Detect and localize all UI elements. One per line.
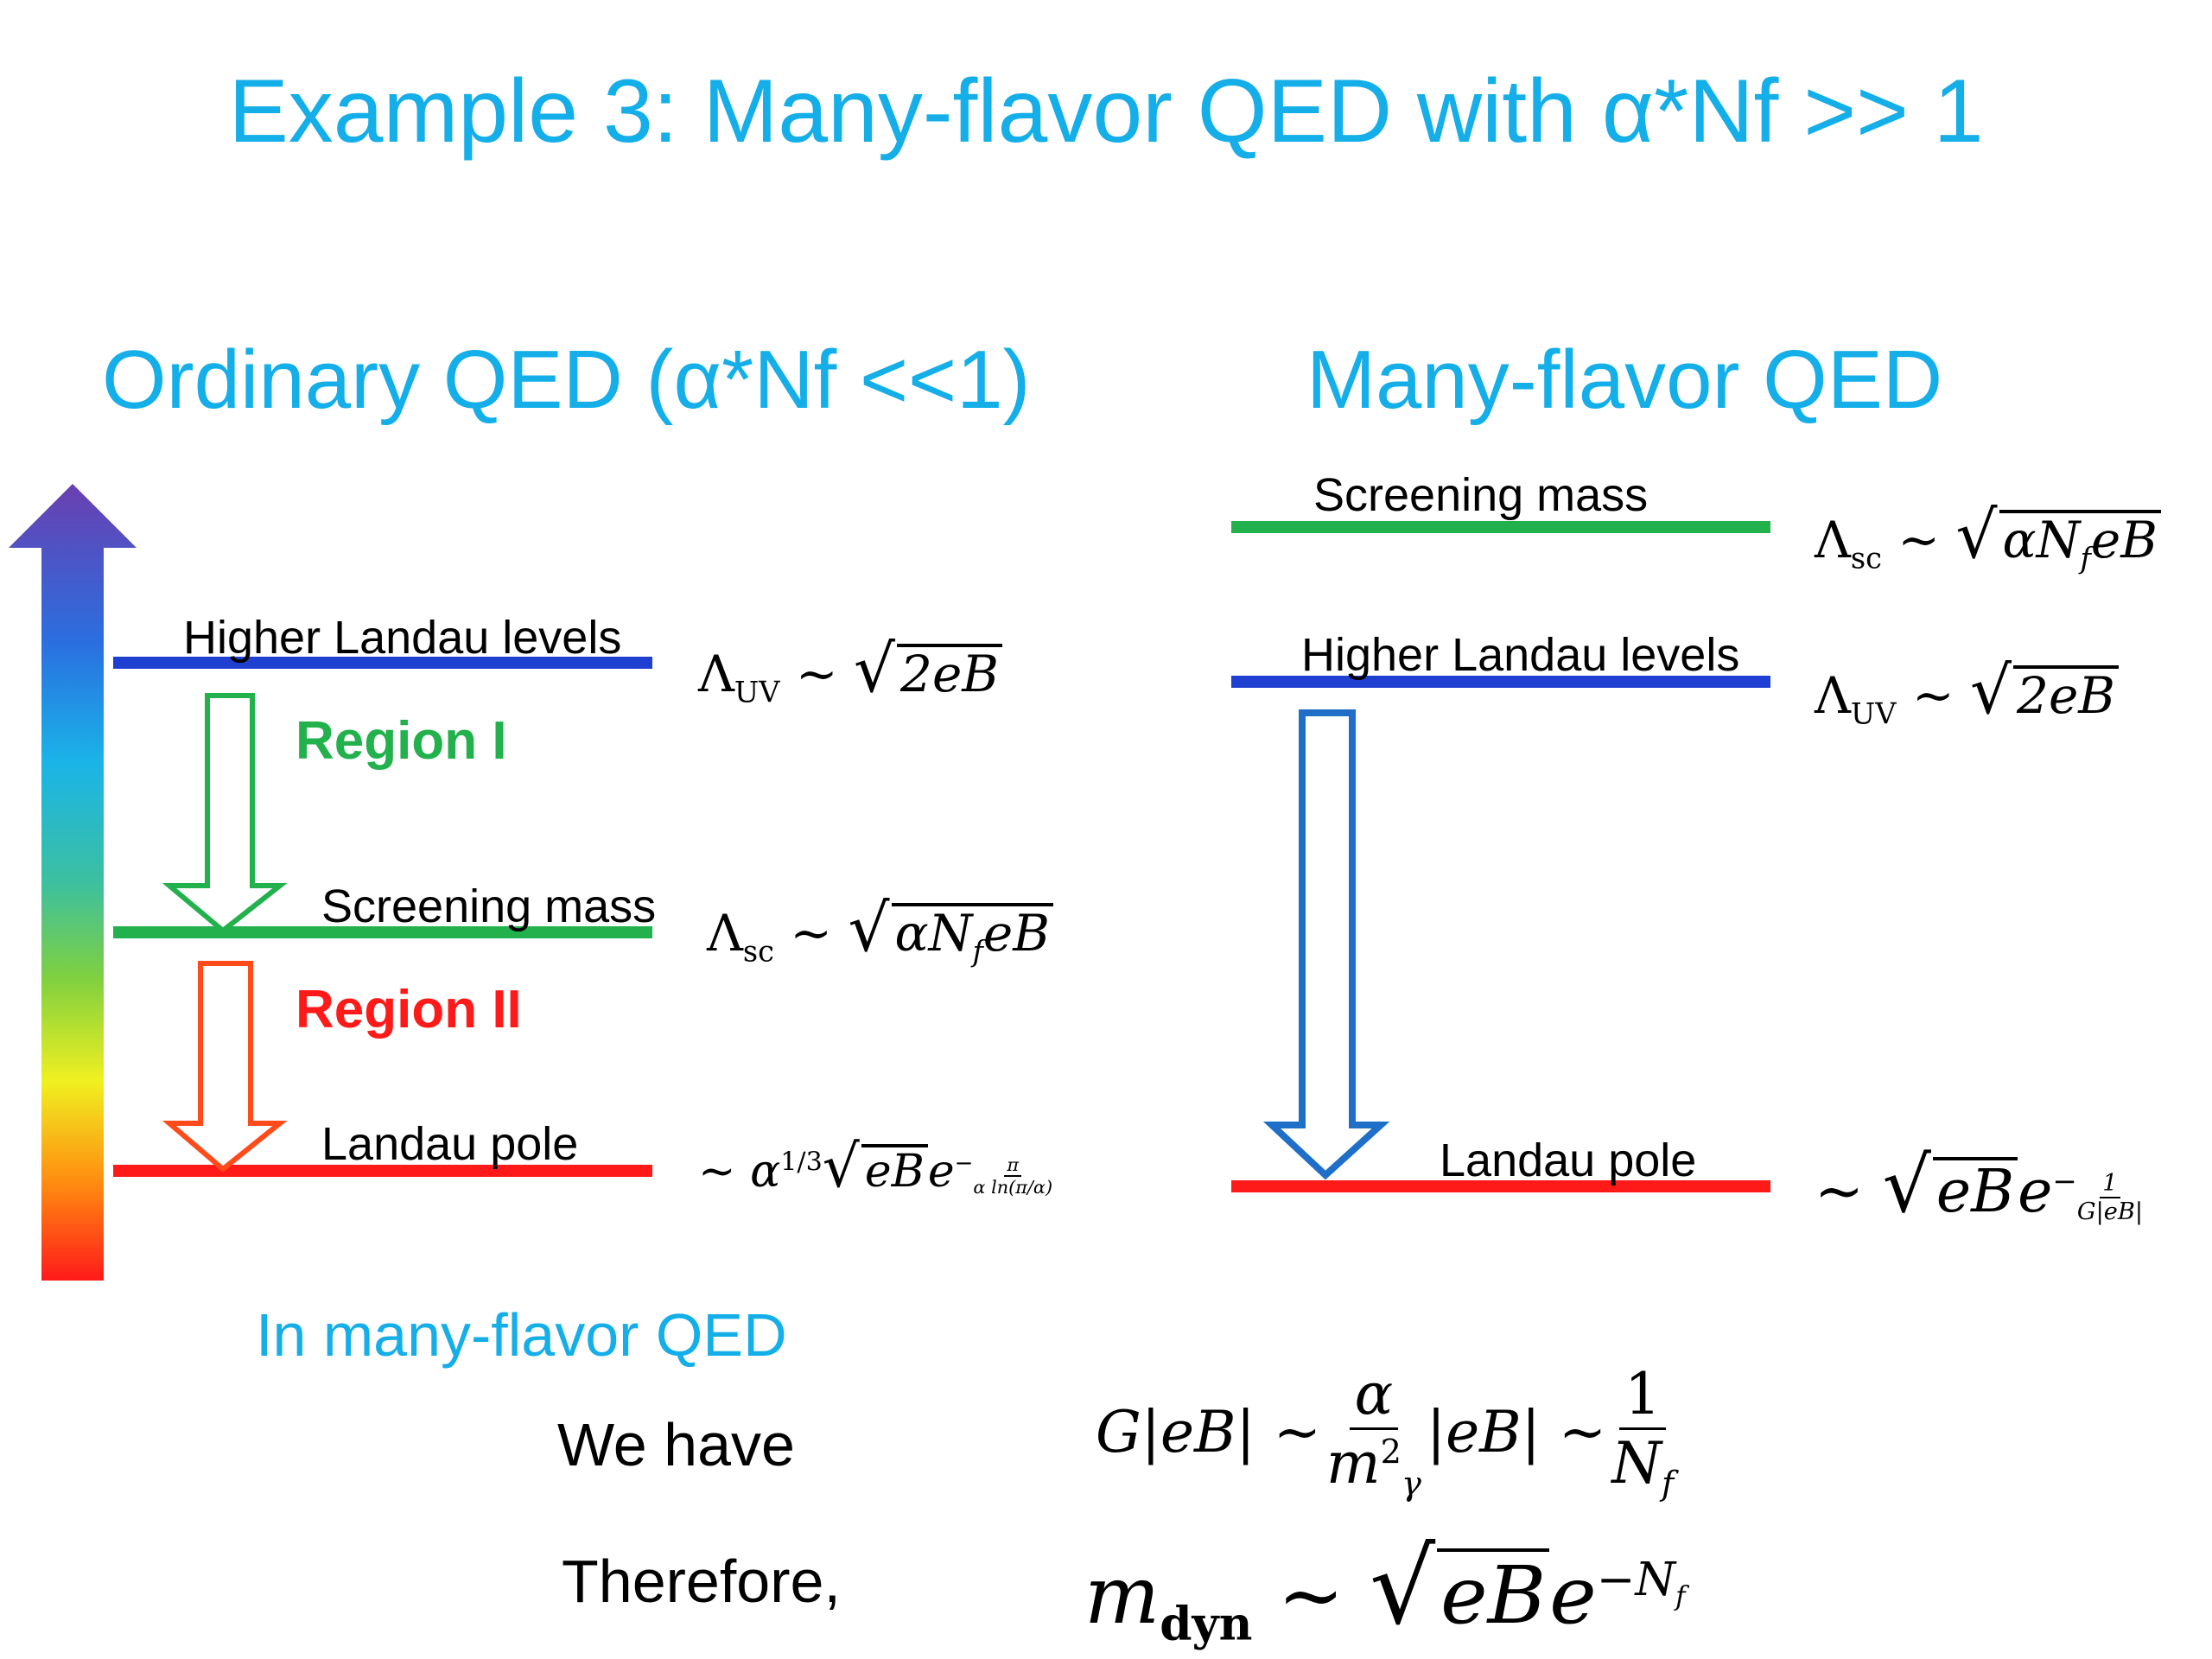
sc-subscript: sc [1850,541,1882,575]
right-heading: Many-flavor QED [1306,334,1943,426]
region-one-label: Region I [296,711,507,771]
eq1-den2-sub: f [1661,1465,1675,1504]
therefore-label: Therefore, [562,1548,841,1615]
sqrt-tail: eB [982,904,1050,963]
right-label-screening: Screening mass [1313,469,1649,521]
left-label-screening: Screening mass [321,880,657,932]
left-label-higher: Higher Landau levels [183,612,622,664]
sqrt-content: eB [1437,1548,1550,1639]
sqrt-content: αNfeB [1999,510,2161,575]
eq2-m: m [1084,1549,1160,1642]
sqrt-content: 2eB [897,644,1002,702]
eq1-den-sub: γ [1402,1465,1421,1504]
eq1-den: m2γ [1321,1430,1427,1503]
alpha-power: 1/3 [780,1147,823,1178]
sqrt-sign: √ [1369,1528,1436,1648]
exp-num: π [1004,1154,1022,1177]
left-formula-sc: Λsc ~ √αNfeB [707,890,1053,969]
eq1-den-sup: 2 [1380,1433,1402,1471]
eq1-num: α [1349,1361,1399,1430]
equation-mass: mdyn ~ √eBe−Nf [1084,1528,1686,1650]
exp-minus: − [954,1150,974,1177]
sqrt-content: 2eB [2013,665,2119,724]
tilde: ~ [795,645,854,703]
exp-num: 1 [2100,1170,2120,1199]
eq1-den2: Nf [1606,1430,1679,1503]
sqrt-term: αN [2002,511,2081,569]
region-one-arrow [162,693,288,934]
exp-den: G|eB| [2076,1198,2143,1226]
eq1-den-m: m [1326,1430,1381,1497]
left-label-pole: Landau pole [321,1118,579,1170]
eq1-num2: 1 [1619,1361,1667,1430]
exp-minus: − [2052,1164,2077,1199]
sqrt-subscript: f [972,934,983,969]
eq2-tilde: ~ [1252,1549,1370,1642]
right-flow-arrow [1262,709,1390,1180]
sqrt-sign: √ [1955,497,1998,573]
tilde: ~ [1815,1158,1883,1226]
alpha-prefix: ~ α [698,1146,781,1198]
eq1-den2-n: N [1611,1430,1662,1497]
eq2-exp-sub: f [1675,1581,1686,1613]
eq2-exp: −N [1596,1552,1676,1607]
region-two-label: Region II [296,980,522,1039]
bottom-intro: In many-flavor QED [256,1301,787,1369]
right-label-pole: Landau pole [1440,1135,1697,1186]
eq1-mid: |eB| ~ [1426,1399,1607,1466]
tilde: ~ [790,904,849,963]
sqrt-term: αN [894,904,973,963]
sqrt-content: eB [861,1144,928,1197]
right-formula-uv: ΛUV ~ √2eB [1815,652,2119,731]
sqrt-sign: √ [1882,1141,1931,1230]
sqrt-content: αNfeB [891,903,1053,969]
eq2-exponent: −Nf [1596,1552,1686,1612]
left-heading: Ordinary QED (α*Nf <<1) [102,334,1031,426]
sqrt-sign: √ [848,890,890,966]
uv-subscript: UV [1850,696,1897,731]
exp-base: e [1549,1549,1597,1642]
exp-den: α ln(π/α) [973,1176,1053,1198]
lambda-symbol: Λ [698,645,734,703]
eq2-sub: dyn [1160,1596,1253,1651]
energy-scale-arrow [9,484,137,1281]
slide-title: Example 3: Many-flavor QED with α*Nf >> … [228,61,1984,162]
sc-subscript: sc [742,934,774,969]
eq1-lhs: G|eB| ~ [1096,1399,1322,1466]
sqrt-subscript: f [2080,541,2091,575]
region-two-arrow [162,961,288,1173]
tilde: ~ [1897,511,1956,569]
uv-subscript: UV [734,675,780,709]
sqrt-sign: √ [1970,652,2012,728]
sqrt-tail: eB [2090,511,2158,569]
sqrt-sign: √ [854,631,896,707]
right-label-higher: Higher Landau levels [1301,629,1740,681]
left-formula-uv: ΛUV ~ √2eB [698,631,1002,709]
lambda-symbol: Λ [1815,666,1851,725]
right-formula-sc: Λsc ~ √αNfeB [1815,497,2161,575]
exp-base: e [2018,1158,2053,1226]
tilde: ~ [1911,666,1970,725]
sqrt-sign: √ [822,1132,860,1200]
lambda-symbol: Λ [1815,511,1851,569]
we-have-label: We have [557,1411,795,1478]
exp-base: e [927,1146,955,1198]
lambda-symbol: Λ [707,904,743,963]
sqrt-content: eB [1932,1157,2018,1225]
